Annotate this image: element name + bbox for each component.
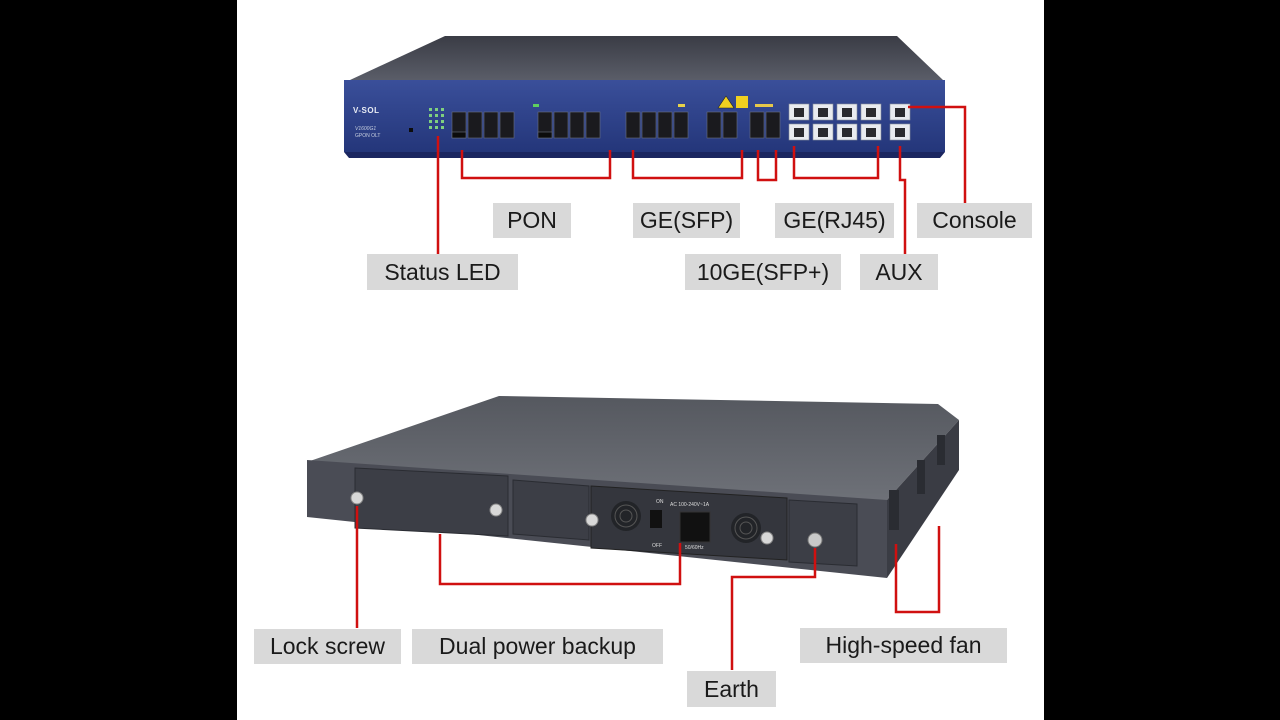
lock-screw-1 — [350, 491, 364, 505]
laser-info-sticker — [736, 96, 748, 108]
earth-plate — [788, 499, 858, 567]
lock-screw-4 — [760, 531, 774, 545]
earth-callout-line — [730, 548, 817, 670]
rear-callout-lines — [355, 506, 941, 670]
model-name: V1600G1 — [355, 126, 377, 132]
laser-warning-icon — [717, 95, 735, 109]
psu-fan-left — [611, 501, 641, 531]
earth-terminal — [807, 532, 823, 548]
power-slot-blank — [354, 467, 509, 537]
label-status-led: Status LED — [367, 254, 518, 290]
label-dual-power-backup: Dual power backup — [412, 629, 663, 664]
ge-rj45-callout-line — [792, 146, 880, 180]
power-slot-2 — [512, 479, 590, 541]
high-speed-fan-callout-line — [894, 526, 941, 614]
pon-callout-line — [460, 150, 612, 180]
switch-off-text: OFF — [652, 543, 662, 549]
label-high-speed-fan: High-speed fan — [800, 628, 1007, 663]
front-callout-lines — [436, 105, 967, 258]
device-illustration — [307, 36, 967, 670]
label-ge-sfp: GE(SFP) — [633, 203, 740, 238]
psu-fan-right — [731, 513, 761, 543]
ten-ge-port-group — [749, 104, 781, 139]
label-lock-screw: Lock screw — [254, 629, 401, 664]
label-pon: PON — [493, 203, 571, 238]
label-10ge-sfp-plus: 10GE(SFP+) — [685, 254, 841, 290]
console-aux-port-group — [889, 103, 911, 141]
label-console: Console — [917, 203, 1032, 238]
side-fan-vents — [889, 435, 945, 530]
label-earth: Earth — [687, 671, 776, 707]
ge-rj45-port-group — [788, 103, 882, 141]
ten-ge-callout-line — [756, 150, 778, 182]
pon-port-group — [451, 104, 601, 139]
power-socket — [679, 511, 711, 543]
front-device — [344, 36, 945, 158]
dual-power-callout-line — [438, 534, 682, 586]
status-led-column — [409, 108, 444, 132]
power-rating-text: AC 100-240V~1A — [670, 502, 710, 508]
diagram-canvas: V-SOL V1600G1 GPON OLT ON OFF AC 100-240… — [237, 0, 1044, 720]
lock-screw-3 — [585, 513, 599, 527]
frequency-text: 50/60Hz — [685, 545, 704, 551]
device-type: GPON OLT — [355, 133, 381, 139]
aux-callout-line — [898, 146, 907, 258]
label-aux: AUX — [860, 254, 938, 290]
ge-sfp-port-group — [625, 104, 738, 139]
front-device-top — [350, 36, 943, 80]
ge-sfp-callout-line — [631, 150, 744, 180]
switch-on-text: ON — [656, 499, 664, 505]
rear-device — [307, 396, 959, 578]
power-switch — [650, 510, 662, 528]
label-ge-rj45: GE(RJ45) — [775, 203, 894, 238]
console-callout-line — [908, 105, 967, 207]
lock-screw-2 — [489, 503, 503, 517]
brand-logo: V-SOL — [353, 106, 380, 115]
